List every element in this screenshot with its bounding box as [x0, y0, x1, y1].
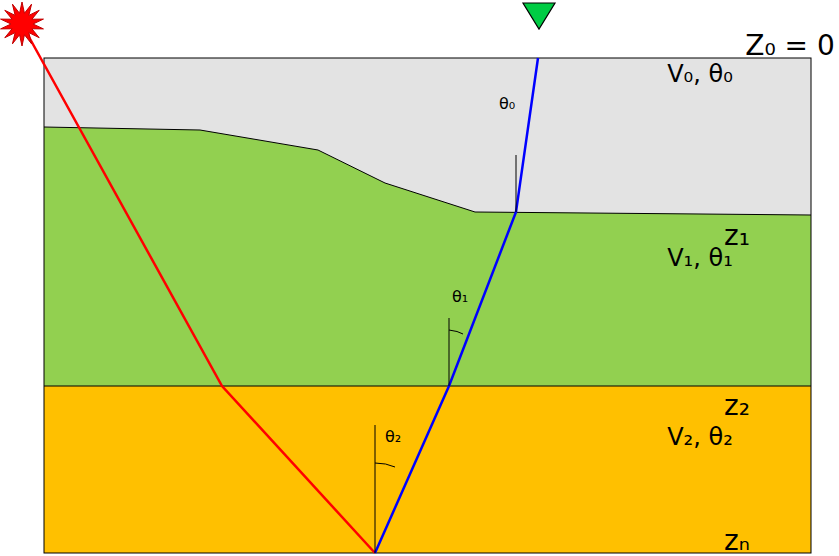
- receiver-triangle: [523, 3, 555, 29]
- layer-label: θ₂: [385, 429, 401, 445]
- layer-label: Z₀ = 0: [745, 32, 834, 60]
- interface-2: [44, 386, 811, 387]
- layer-1: [44, 127, 811, 386]
- model-border: [44, 58, 811, 553]
- layer-label: θ₁: [452, 289, 468, 305]
- layer-label: θ₀: [499, 96, 515, 112]
- angle-arc: [449, 330, 463, 334]
- layer-label: V₁, θ₁: [667, 246, 733, 270]
- angle-arc: [375, 463, 395, 467]
- layer-label: zₙ: [724, 527, 750, 555]
- layer-label: z₂: [724, 392, 750, 420]
- normal-line: [516, 155, 517, 212]
- layer-2: [44, 386, 811, 553]
- upgoing-ray: [375, 58, 538, 553]
- downgoing-ray: [24, 28, 375, 553]
- layer-label: V₀, θ₀: [667, 62, 733, 86]
- interface-1: [44, 127, 811, 215]
- source-star: [1, 2, 44, 46]
- normal-line: [375, 425, 376, 553]
- layer-label: V₂, θ₂: [667, 425, 733, 449]
- normal-line: [449, 318, 450, 386]
- layer-0: [44, 58, 811, 553]
